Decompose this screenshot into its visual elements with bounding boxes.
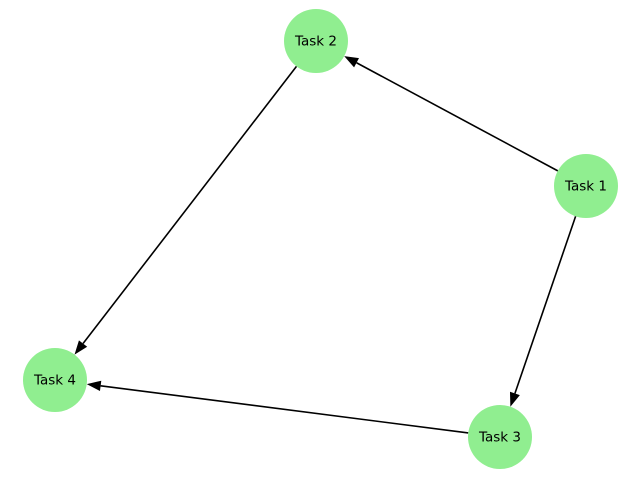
node-circle[interactable]: [23, 348, 87, 412]
node-label: Task 2: [294, 34, 337, 50]
edge-line: [514, 216, 577, 394]
graph-edge: [509, 216, 577, 407]
graph-edge: [86, 380, 469, 434]
graph-node-task-2[interactable]: Task 2: [284, 9, 348, 73]
edge-line: [100, 385, 469, 434]
edges-layer: [74, 56, 577, 434]
edge-arrowhead-icon: [86, 380, 102, 391]
node-label: Task 3: [478, 430, 521, 446]
nodes-layer: Task 1 Task 2 Task 3 Task 4: [23, 9, 618, 469]
edge-line: [356, 62, 559, 172]
node-circle[interactable]: [284, 9, 348, 73]
edge-line: [82, 65, 298, 345]
graph-node-task-1[interactable]: Task 1: [554, 154, 618, 218]
edge-arrowhead-icon: [344, 56, 359, 68]
node-circle[interactable]: [554, 154, 618, 218]
graph-edge: [74, 65, 298, 355]
edge-arrowhead-icon: [74, 340, 88, 355]
graph-node-task-3[interactable]: Task 3: [468, 405, 532, 469]
graph-node-task-4[interactable]: Task 4: [23, 348, 87, 412]
node-label: Task 1: [564, 179, 607, 195]
graph-edge: [344, 56, 559, 172]
node-label: Task 4: [33, 373, 76, 389]
edge-arrowhead-icon: [509, 391, 520, 407]
node-circle[interactable]: [468, 405, 532, 469]
